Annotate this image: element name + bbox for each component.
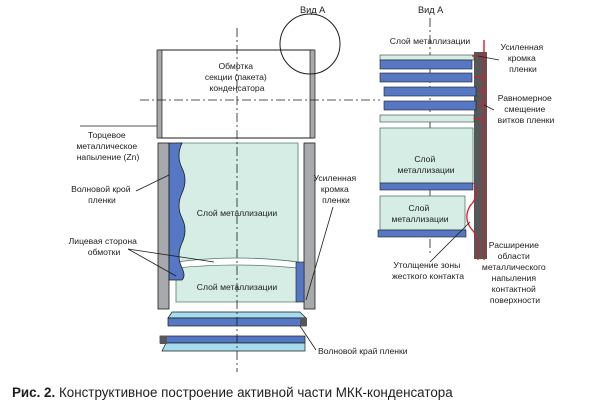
contact-backing: [474, 52, 487, 259]
end-spray-left: [157, 142, 170, 310]
metallization-label-large: Слой металлизации: [197, 208, 278, 218]
view-a-label-left: Вид A: [300, 5, 326, 15]
end-spray-label: Торцевое металлическое напыление (Zn): [76, 130, 139, 162]
wavy-edge-bottom-leader: [299, 325, 317, 351]
wavy-edge-bottom-label: Волновой край пленки: [318, 346, 408, 356]
metallization-top-label: Слой металлизации: [390, 36, 471, 46]
film-strip-2: [379, 72, 473, 83]
figure-number: Рис. 2.: [12, 385, 56, 400]
metallization-mid-label: Слой металлизации: [397, 154, 454, 175]
film-strip-1: [379, 59, 473, 70]
metallization-block-low: [379, 195, 466, 231]
metallization-low-label: Слой металлизации: [391, 203, 448, 224]
film-strip-mid: [379, 182, 474, 191]
view-a-label-right: Вид A: [418, 5, 444, 15]
offset-label: Равномерное смещение витков пленки: [498, 93, 555, 125]
right-view: Вид A Слой металлизации Слой металлизаци…: [377, 5, 555, 305]
film-strip-bottom-edge: [160, 336, 167, 344]
face-leader-2: [127, 248, 215, 263]
film-strip-bottom-blue: [159, 335, 306, 344]
film-strip-bottom-light: [161, 342, 306, 352]
offset-leader: [483, 104, 495, 111]
wavy-edge-leader: [135, 174, 170, 192]
end-spray-right: [303, 142, 316, 310]
film-strip-5-metal: [379, 114, 475, 123]
thickening-leader: [429, 221, 471, 263]
reinforced-edge-label: Усиленная кромка пленки: [313, 173, 358, 205]
wavy-film-edge-left: [168, 142, 186, 281]
film-strip-4: [383, 100, 477, 111]
view-a-circle: [279, 13, 341, 75]
film-strip-low: [377, 229, 467, 238]
figure-caption: Рис. 2. Конструктивное построение активн…: [12, 385, 592, 400]
face-label: Лицевая сторона обмотки: [69, 236, 140, 257]
end-spray-right-upper: [309, 49, 316, 139]
film-strip-top-edge: [300, 318, 307, 326]
reinforced-film-edge: [295, 261, 305, 303]
reinforced-edge-right-leader: [477, 55, 500, 61]
expansion-label: Расширение области металлического напыле…: [482, 240, 548, 305]
left-view: Вид A Обмотка секции (пакета) конденсато…: [69, 5, 408, 372]
film-strip-1-metal: [379, 54, 475, 61]
face-leader-1: [127, 248, 177, 277]
metallization-block-mid: [379, 127, 474, 184]
thickening-label: Утолщение зоны жесткого контакта: [392, 260, 464, 281]
winding-section: [158, 49, 314, 139]
reinforced-edge-right-label: Усиленная кромка пленки: [500, 42, 545, 74]
metallization-label-small: Слой металлизации: [197, 282, 278, 292]
film-strip-3: [383, 86, 477, 97]
end-spray-left-upper: [156, 49, 163, 139]
reinforced-edge-leader: [305, 206, 334, 301]
wavy-edge-label: Волновой крой пленки: [71, 184, 133, 205]
contact-thickening: [466, 182, 479, 260]
figure-caption-text: Конструктивное построение активной части…: [58, 385, 453, 400]
winding-label: Обмотка секции (пакета) конденсатора: [205, 61, 269, 93]
